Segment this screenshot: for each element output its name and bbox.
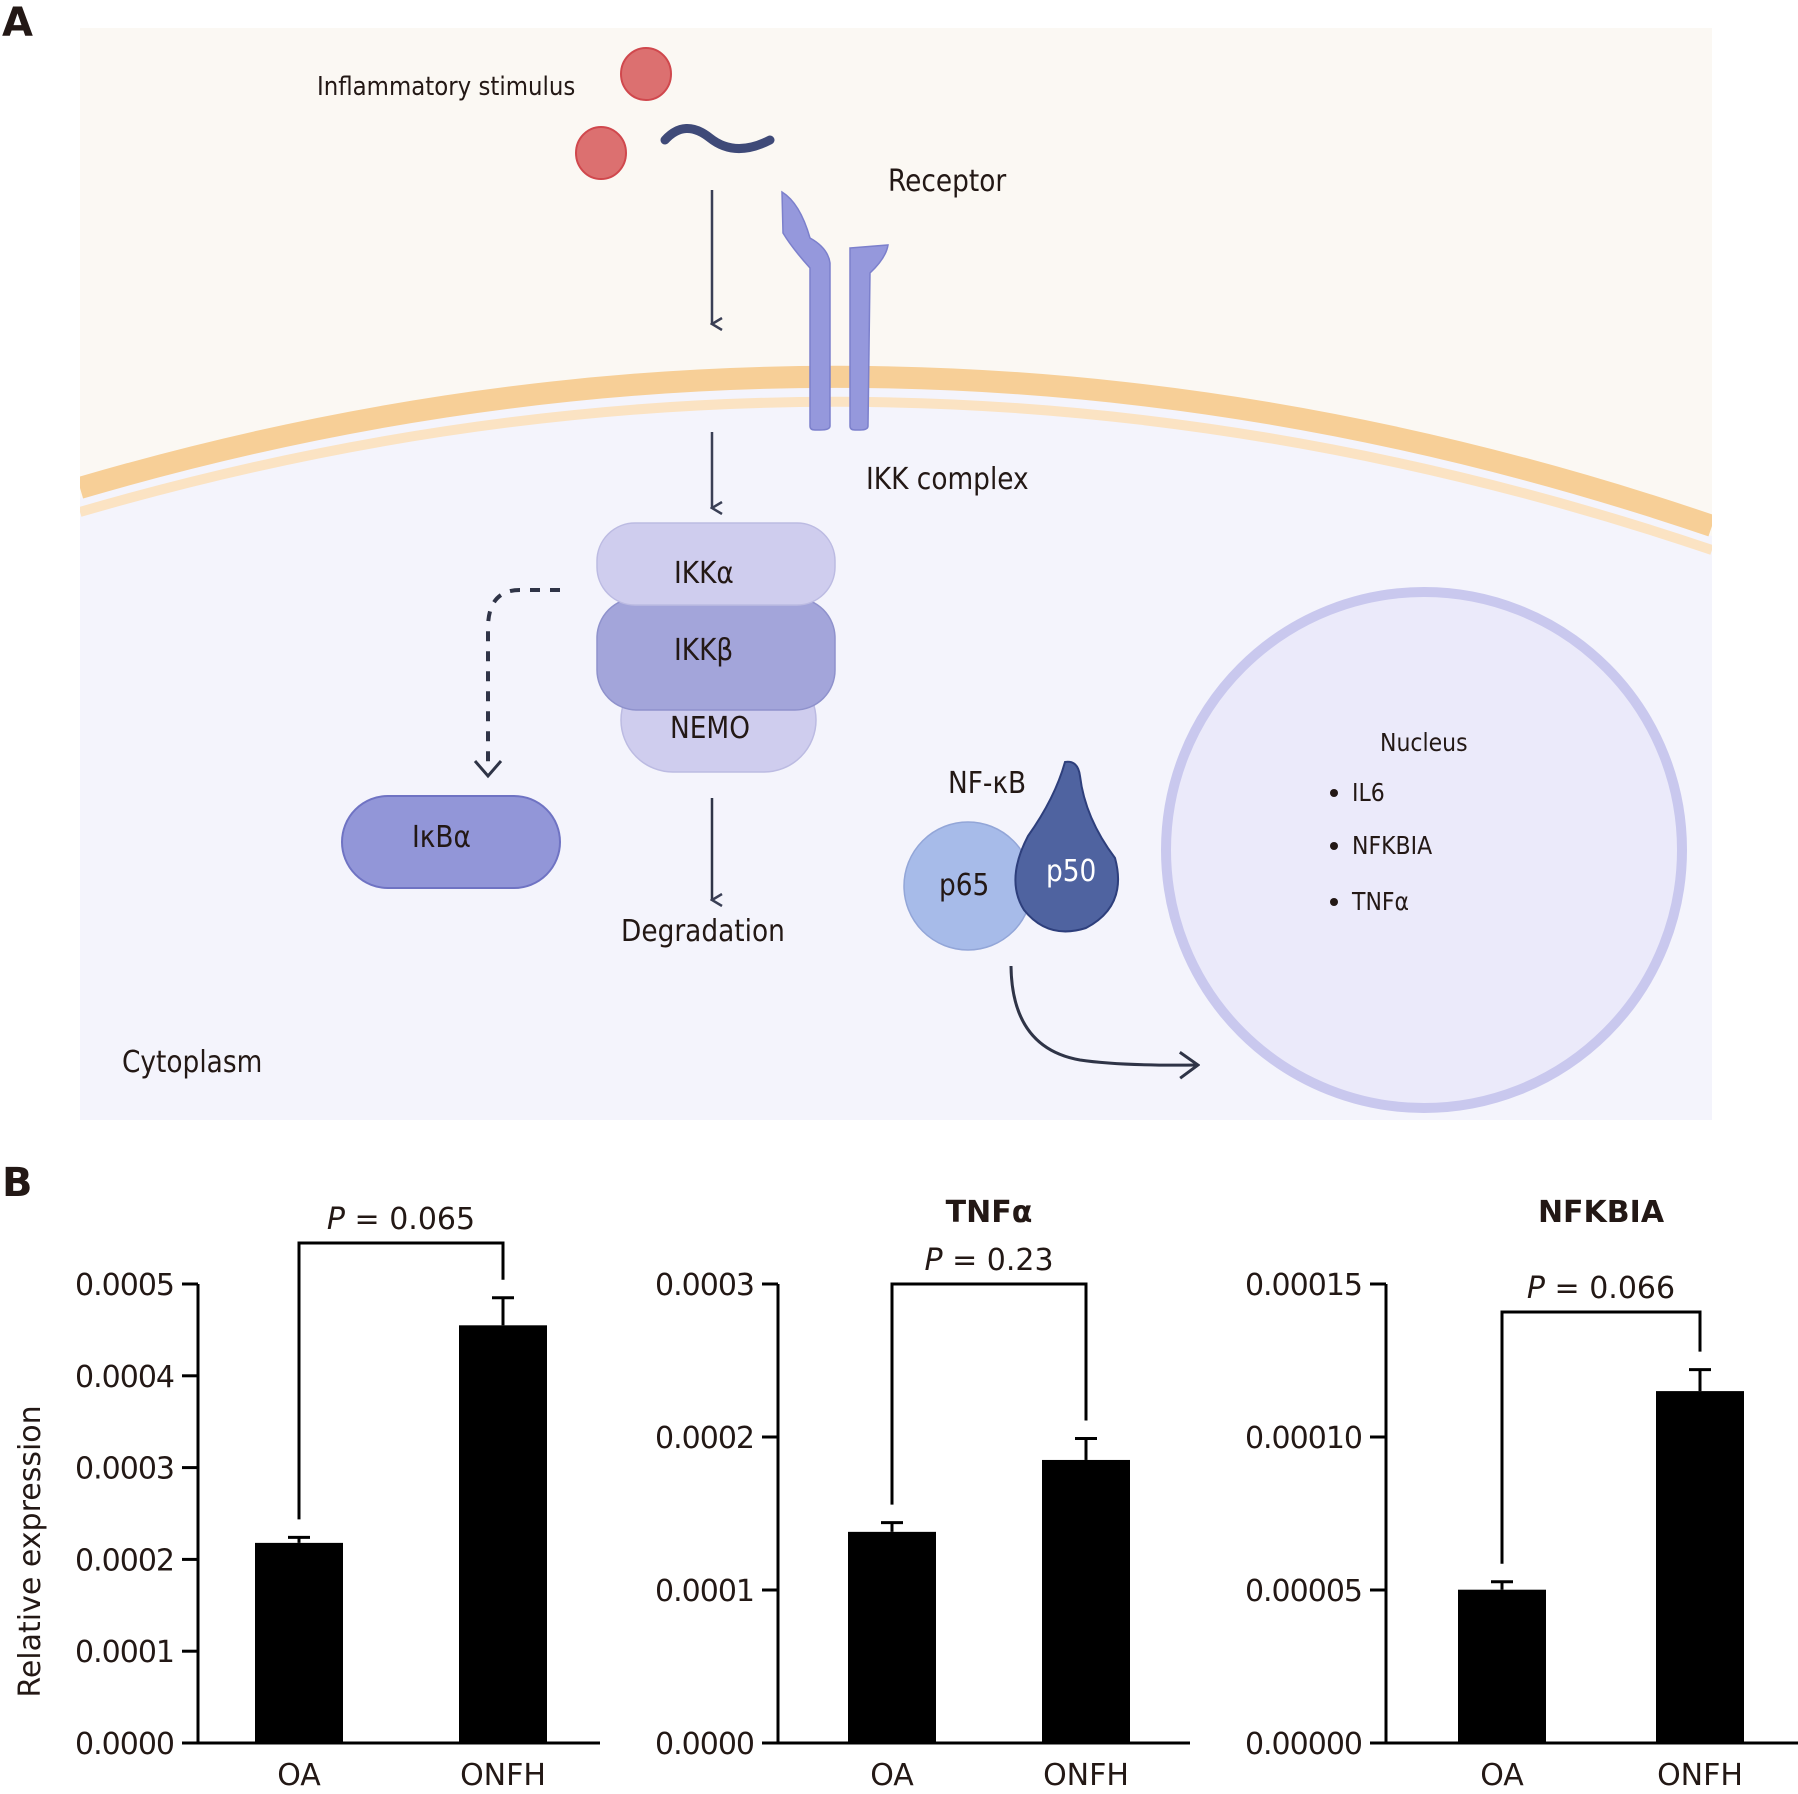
gene-bullet-icon: [1330, 898, 1338, 906]
bar-oa: [848, 1531, 936, 1743]
significance-bracket: [1500, 1310, 1702, 1564]
x-tick-label: ONFH: [1043, 1758, 1129, 1793]
pathway-canvas: [76, 28, 1716, 1120]
y-tick-label: 0.0002: [75, 1543, 174, 1578]
stimulus-molecule-icon: [575, 126, 627, 180]
cell-membrane: [76, 365, 1716, 537]
ikk-complex-label: IKK complex: [866, 462, 1029, 497]
p65-label: p65: [939, 868, 990, 903]
y-tick-label: 0.0003: [655, 1268, 754, 1303]
nemo-label: NEMO: [670, 711, 750, 746]
ikk-beta-label: IKKβ: [674, 633, 734, 668]
y-axis-label: Relative expression: [13, 1405, 48, 1697]
nucleus-gene-il6: IL6: [1352, 778, 1385, 807]
y-tick-label: 0.0000: [75, 1727, 174, 1762]
x-tick-label: OA: [1480, 1758, 1524, 1793]
panel-a-label: A: [2, 0, 33, 46]
ikba-label: IκBα: [412, 820, 471, 855]
y-tick-label: 0.0001: [655, 1574, 754, 1609]
ikk-alpha-label: IKKα: [674, 556, 734, 591]
nucleus-gene-nfkbia: NFKBIA: [1352, 831, 1433, 860]
bar-onfh: [459, 1325, 547, 1743]
bar-oa: [1458, 1589, 1546, 1743]
bar-onfh: [1042, 1459, 1130, 1743]
degradation-label: Degradation: [621, 914, 785, 949]
nfkb-pathway-diagram: Inflammatory stimulus Receptor IKK compl…: [76, 28, 1716, 1120]
ikba-protein: [341, 795, 561, 889]
phosphorylation-arrow: [486, 588, 560, 770]
p50-subunit: [1014, 760, 1119, 933]
significance-bracket: [297, 1241, 505, 1520]
y-tick-label: 0.0005: [75, 1268, 174, 1303]
x-tick-label: OA: [277, 1758, 321, 1793]
y-tick-label: 0.00015: [1245, 1268, 1362, 1303]
gene-bullet-icon: [1330, 842, 1338, 850]
ligand-icon: [660, 124, 775, 153]
ikk-alpha-subunit: [596, 522, 836, 606]
receptor-icon: [781, 190, 831, 431]
x-tick-label: OA: [870, 1758, 914, 1793]
nucleus: [1161, 587, 1687, 1113]
bar-oa: [255, 1542, 343, 1743]
y-tick-label: 0.00000: [1245, 1727, 1362, 1762]
p-value-annotation: P = 0.065: [327, 1202, 475, 1237]
y-tick-label: 0.0002: [655, 1421, 754, 1456]
x-tick-label: ONFH: [1657, 1758, 1743, 1793]
stimulus-label: Inflammatory stimulus: [317, 72, 576, 102]
y-tick-label: 0.0004: [75, 1360, 174, 1395]
y-tick-label: 0.0003: [75, 1452, 174, 1487]
receptor-label: Receptor: [888, 164, 1007, 199]
receptor-icon: [849, 244, 889, 431]
nucleus-label: Nucleus: [1380, 728, 1468, 757]
stimulus-molecule-icon: [620, 47, 672, 101]
y-tick-label: 0.0000: [655, 1727, 754, 1762]
y-tick-label: 0.00010: [1245, 1421, 1362, 1456]
y-tick-label: 0.00005: [1245, 1574, 1362, 1609]
y-tick-label: 0.0001: [75, 1635, 174, 1670]
x-tick-label: ONFH: [460, 1758, 546, 1793]
nucleus-gene-tnfa: TNFα: [1352, 887, 1410, 916]
p-value-annotation: P = 0.23: [924, 1243, 1053, 1278]
p-value-annotation: P = 0.066: [1527, 1271, 1675, 1306]
chart-title: TNFα: [946, 1195, 1033, 1230]
gene-bullet-icon: [1330, 789, 1338, 797]
cytoplasm-label: Cytoplasm: [122, 1045, 263, 1080]
chart-title: NFKBIA: [1538, 1195, 1665, 1230]
translocation-arrow: [1009, 965, 1198, 1065]
panel-b-label: B: [2, 1160, 33, 1206]
nfkb-label: NF-κB: [948, 766, 1027, 801]
bar-onfh: [1656, 1391, 1744, 1743]
significance-bracket: [890, 1282, 1088, 1505]
p50-label: p50: [1046, 854, 1097, 889]
